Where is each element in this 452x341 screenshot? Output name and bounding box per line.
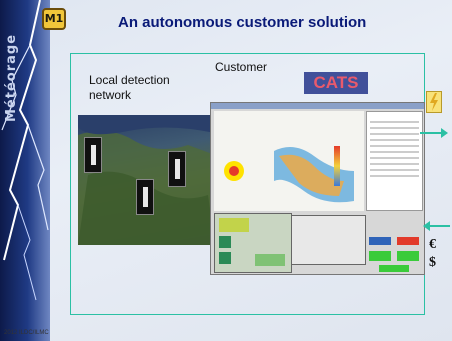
- brand-name: Météorage: [4, 33, 19, 123]
- list-lines: [370, 121, 419, 177]
- local-network-label: Local detection network: [89, 73, 170, 103]
- currency-symbols: € $: [429, 236, 436, 272]
- settings-dialog: [291, 215, 366, 265]
- buttons-graphic: [369, 237, 419, 272]
- cats-badge: CATS: [304, 72, 368, 94]
- event-list-panel: [366, 111, 423, 211]
- sensor-icon: [84, 137, 102, 173]
- lightning-icon: [430, 93, 438, 111]
- sensor-icon: [168, 151, 186, 187]
- company-logo: M1: [42, 8, 66, 30]
- window-titlebar: [211, 103, 424, 109]
- lightning-bolt-icon: [1, 0, 49, 301]
- dollar-sign: $: [429, 255, 436, 270]
- sensor-icon: [136, 179, 154, 215]
- euro-sign: €: [429, 237, 436, 252]
- control-panel: [214, 213, 292, 273]
- customer-label: Customer: [215, 60, 268, 74]
- lightning-banner: Météorage: [0, 0, 50, 341]
- panel-graphic: [219, 218, 285, 266]
- alert-bolt-icon: [426, 91, 442, 113]
- lightning-map-view: [214, 111, 364, 211]
- slide-title: An autonomous customer solution: [118, 14, 367, 31]
- local-label-line1: Local detection: [89, 73, 170, 87]
- satellite-map: [78, 115, 215, 245]
- input-arrow: [423, 221, 450, 231]
- cats-software-screenshot: [210, 102, 425, 275]
- status-buttons: [369, 237, 421, 273]
- output-arrow: [420, 128, 448, 138]
- local-label-line2: network: [89, 88, 132, 102]
- map-graphic: [224, 146, 354, 203]
- footer-text: 2012 ILDC/ILMC: [4, 330, 49, 336]
